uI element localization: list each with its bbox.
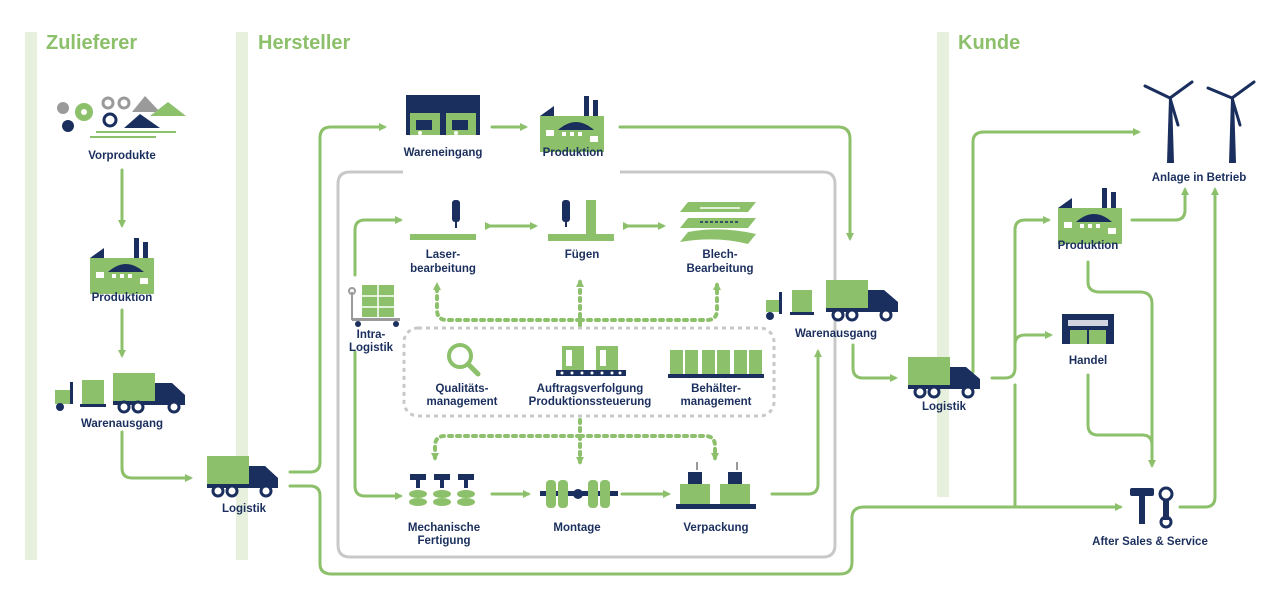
pallet-jack-icon [348, 285, 400, 327]
arrow-logistik-wareneingang [288, 123, 387, 474]
warehouse-icon [406, 95, 480, 135]
label-quality-line1: Qualitäts- [435, 383, 488, 395]
label-logistik-left: Logistik [222, 503, 267, 515]
label-vorprodukte: Vorprodukte [88, 150, 156, 162]
column-band-customer [937, 32, 949, 497]
arrow-handel-aftersales [1086, 373, 1154, 467]
label-anlage: Anlage in Betrieb [1152, 172, 1247, 184]
milling-icon [409, 474, 475, 506]
label-behaelter-line1: Behälter- [691, 383, 741, 395]
label-auftrag-line2: Produktionssteuerung [529, 396, 652, 408]
truck-icon [207, 456, 278, 498]
column-header-manufacturer: Hersteller [258, 32, 350, 54]
label-auftrag-line1: Auftragsverfolgung [537, 383, 644, 395]
raw-materials-icon [57, 96, 186, 138]
tools-icon [1130, 486, 1174, 529]
column-header-supplier: Zulieferer [46, 32, 137, 54]
arrow-produktion-warenausgang-m [618, 125, 854, 241]
label-manufacturer-warenausgang: Warenausgang [795, 328, 877, 340]
label-handel: Handel [1069, 355, 1107, 367]
forklift-truck-icon [766, 280, 898, 322]
truck-icon [908, 357, 980, 399]
label-laser-line1: Laser- [426, 249, 461, 261]
arrow-warenausgang-logistik [120, 430, 193, 482]
arrow-intralogistik-laser [353, 216, 403, 277]
arrow-warenausgang-logistik-r [851, 343, 898, 382]
label-logistik-right: Logistik [922, 401, 967, 413]
column-header-customer: Kunde [958, 32, 1020, 54]
containers-icon [668, 350, 764, 378]
label-manufacturer-produktion: Produktion [543, 147, 604, 159]
label-supplier-produktion: Produktion [92, 292, 153, 304]
wind-turbine-icon [1143, 80, 1256, 163]
label-customer-produktion: Produktion [1058, 240, 1119, 252]
factory-icon [90, 238, 154, 294]
magnifier-icon [447, 343, 481, 377]
label-fuegen: Fügen [565, 249, 600, 261]
label-intra-line2: Logistik [349, 342, 394, 354]
column-band-manufacturer [236, 32, 248, 560]
internal-processes-frame [336, 170, 837, 559]
arrow-logistik-aftersales [288, 484, 1123, 576]
order-tracking-icon [556, 346, 626, 376]
label-behaelter-line2: management [681, 396, 752, 408]
shop-icon [1062, 314, 1114, 344]
arrow-logistik-handel [1013, 331, 1053, 352]
arrow-logistik-produktion [990, 216, 1051, 380]
arrow-aftersales-anlage [1178, 187, 1219, 509]
label-intra-line1: Intra- [357, 329, 386, 341]
arrow-produktion-aftersales [1086, 260, 1156, 468]
forklift-truck-icon [55, 373, 185, 414]
arrow-produktion-anlage [1130, 187, 1189, 222]
sheet-metal-icon [680, 202, 756, 244]
joining-icon [548, 200, 614, 241]
label-supplier-warenausgang: Warenausgang [81, 418, 163, 430]
label-mech-line2: Fertigung [417, 535, 470, 547]
dotted-arrow-control-mech [431, 434, 582, 461]
label-wareneingang: Wareneingang [404, 147, 483, 159]
label-verpackung: Verpackung [683, 522, 748, 534]
column-band-supplier [25, 32, 37, 560]
label-quality-line2: management [427, 396, 498, 408]
label-montage: Montage [553, 522, 600, 534]
factory-icon [540, 96, 604, 152]
label-laser-line2: bearbeitung [410, 263, 476, 275]
label-blech-line2: Bearbeitung [686, 263, 753, 275]
control-systems-frame [402, 326, 776, 418]
label-mech-line1: Mechanische [408, 522, 480, 534]
dotted-arrow-control-verpackung [578, 434, 719, 461]
arrow-verpackung-warenausgang [770, 349, 822, 496]
assembly-icon [540, 480, 618, 508]
label-blech-line1: Blech- [702, 249, 737, 261]
arrow-logistik-anlage [971, 128, 1141, 374]
label-after-sales: After Sales & Service [1092, 536, 1208, 548]
laser-icon [410, 200, 476, 240]
dotted-arrow-control-blech [578, 282, 721, 322]
factory-icon [1058, 188, 1122, 244]
arrow-intralogistik-mech [353, 350, 403, 500]
dotted-arrow-control-laser [433, 282, 582, 322]
packaging-icon [676, 462, 756, 509]
